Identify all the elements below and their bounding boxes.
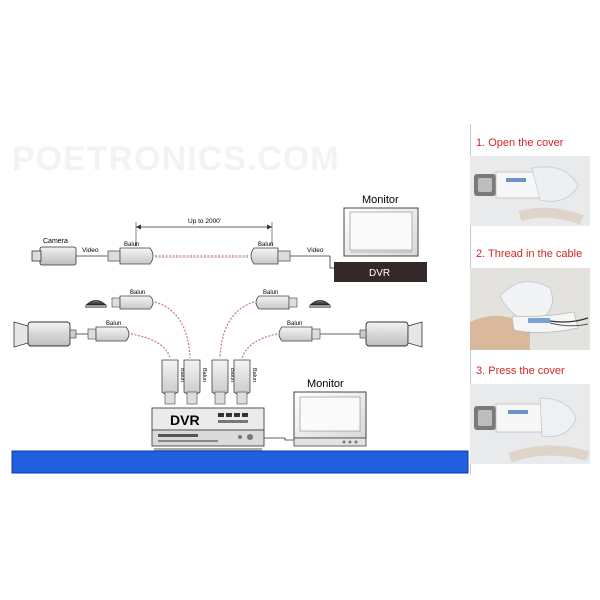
watermark-text: POETRONICS.COM [12,140,340,178]
step-3-photo [470,384,590,464]
distance-arrow [135,222,273,246]
balun-lower-left-label: Balun [106,321,121,327]
dome-camera-left [85,300,107,308]
top-balun-right-label: Balun [258,242,273,248]
balun-upper-right [255,295,298,310]
video-label-left: Video [82,247,99,254]
step-2-label: 2. Thread in the cable [476,248,583,260]
vertical-balun-1 [161,359,179,405]
distance-label: Up to 2000' [188,218,221,225]
top-dvr-box [334,262,427,282]
bottom-dvr-label: DVR [170,412,200,428]
top-camera [31,246,77,266]
vertical-balun-3-label: Balun [229,368,235,382]
dvr-to-monitor-cable [264,437,298,441]
bottom-monitor-label: Monitor [307,378,344,390]
top-balun-left-label: Balun [124,242,139,248]
balun-lower-right-label: Balun [287,321,302,327]
box-camera-left [13,321,77,348]
vertical-balun-4 [233,359,251,405]
balun-upper-left [111,295,154,310]
balun-upper-left-label: Balun [130,290,145,296]
top-dvr-label: DVR [369,268,390,279]
floor-bar [11,450,469,474]
step-2-photo [470,268,590,350]
twisted-pair-cables [130,301,278,359]
balun-lower-right [278,326,321,342]
camera-label: Camera [43,238,68,245]
step-1-photo [470,156,590,226]
top-balun-right [250,247,291,265]
vertical-balun-3 [211,359,229,405]
top-monitor-label: Monitor [362,194,399,206]
bottom-dvr [151,407,265,451]
balun-upper-right-label: Balun [263,290,278,296]
box-camera-right [359,321,423,348]
dome-camera-right [309,300,331,308]
step-1-label: 1. Open the cover [476,137,564,149]
top-balun-left [107,247,154,265]
vertical-balun-4-label: Balun [251,368,257,382]
video-label-right: Video [307,247,324,254]
vertical-balun-2 [183,359,201,405]
vertical-balun-1-label: Balun [179,368,185,382]
vertical-balun-2-label: Balun [201,368,207,382]
balun-lower-left [87,326,130,342]
top-monitor [343,207,419,257]
bottom-monitor [293,391,367,447]
step-3-label: 3. Press the cover [476,365,565,377]
